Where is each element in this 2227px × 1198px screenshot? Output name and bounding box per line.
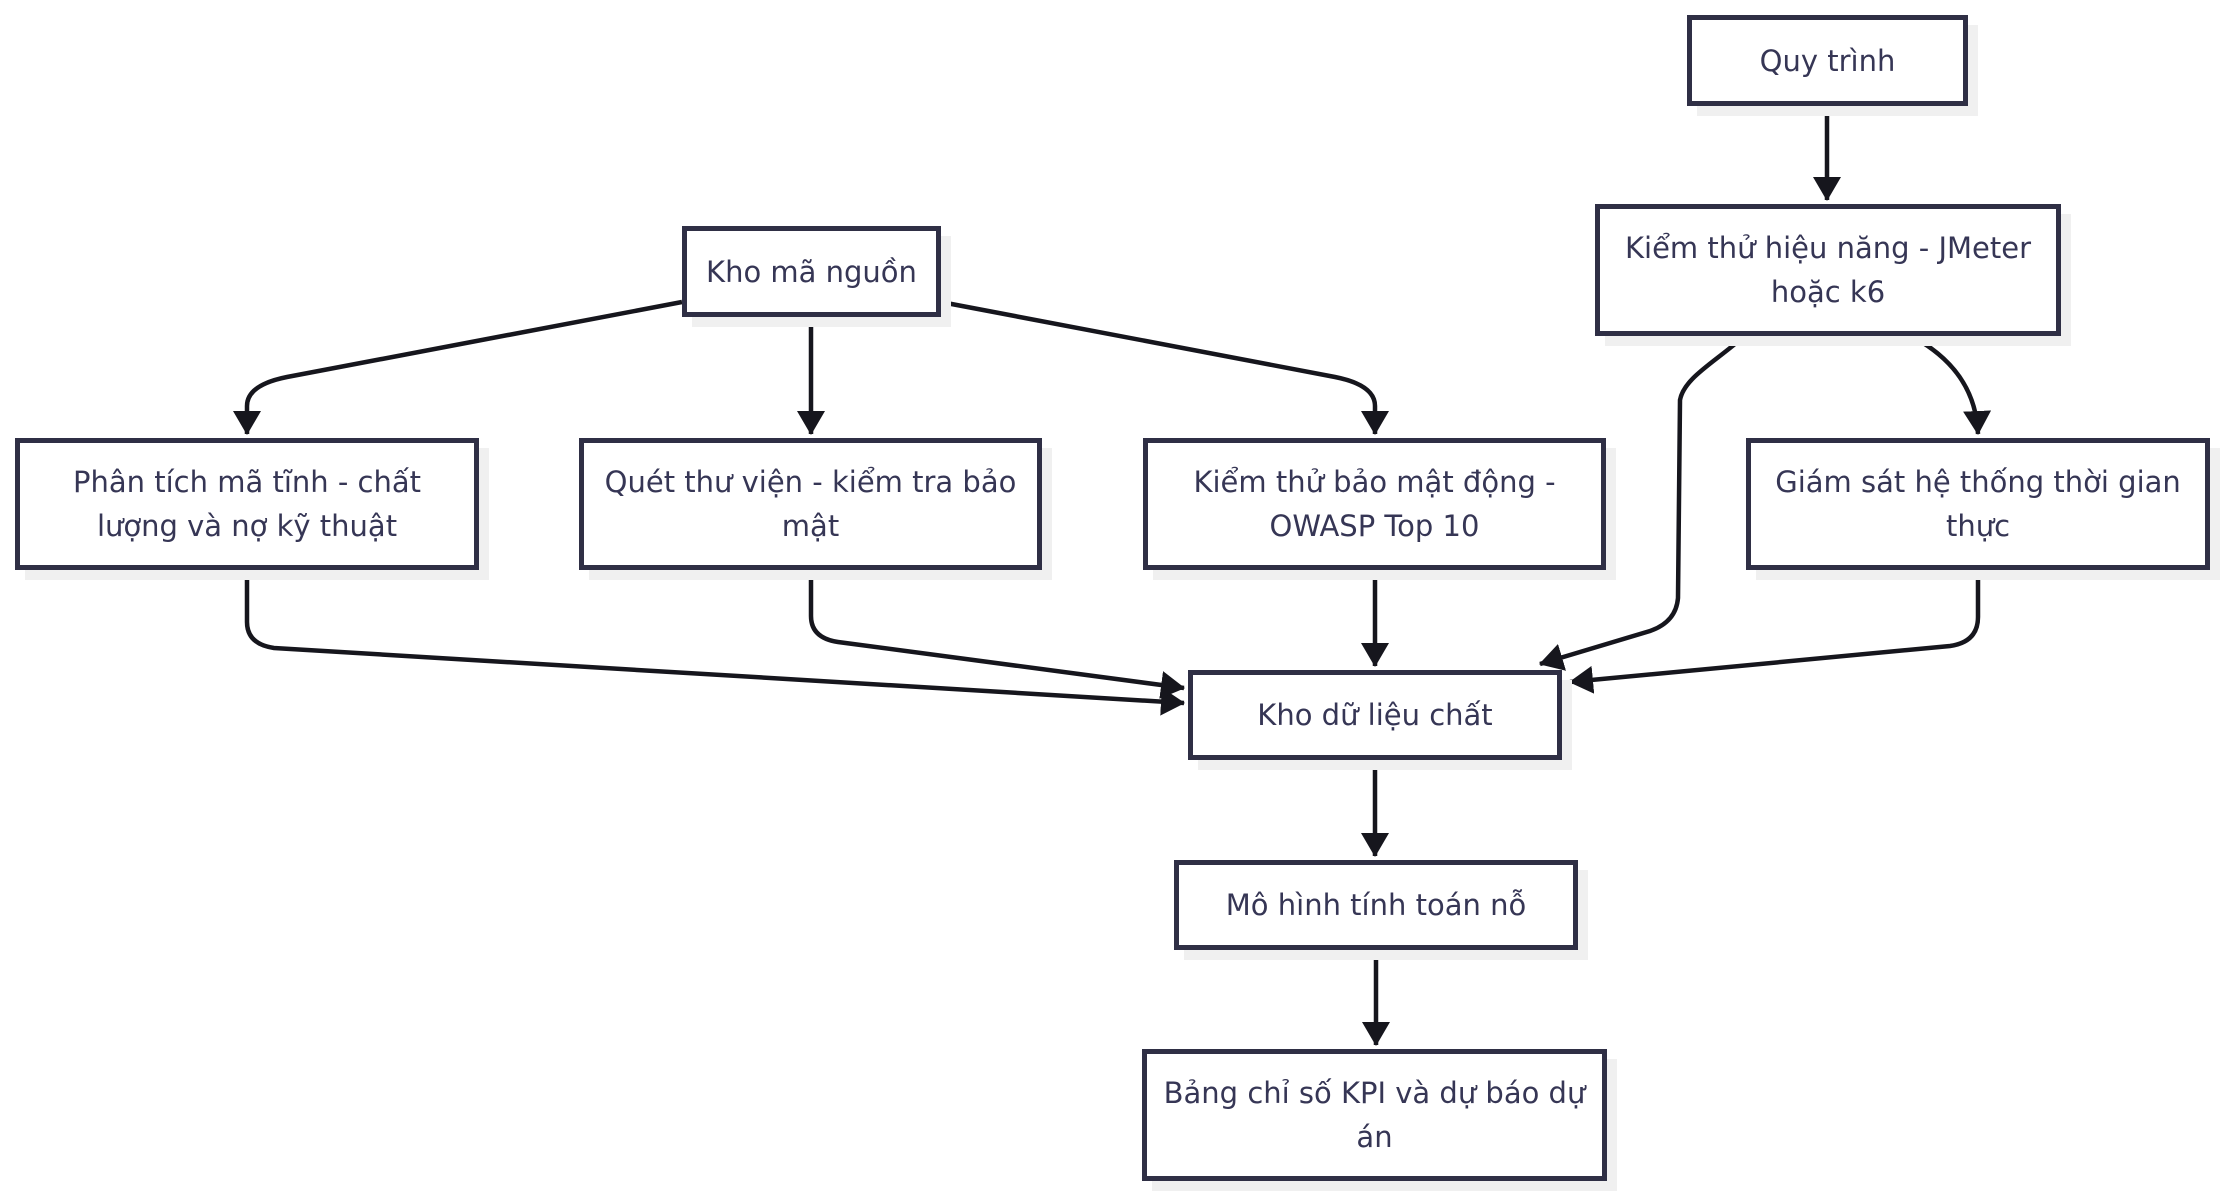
node-effort-model: Mô hình tính toán nỗ — [1174, 860, 1578, 950]
edge-performance-testing-to-realtime-monitoring — [1913, 336, 1992, 435]
node-performance-testing: Kiểm thử hiệu năng - JMeter hoặc k6 — [1595, 204, 2061, 336]
node-quality-data-store-label: Kho dữ liệu chất — [1257, 698, 1493, 732]
node-quality-data-store: Kho dữ liệu chất — [1188, 670, 1562, 760]
node-realtime-monitoring-label: Giám sát hệ thống thời gian thực — [1775, 465, 2181, 543]
node-realtime-monitoring: Giám sát hệ thống thời gian thực — [1746, 438, 2210, 570]
node-source-repo-label: Kho mã nguồn — [706, 254, 917, 289]
node-dast-security: Kiểm thử bảo mật động - OWASP Top 10 — [1143, 438, 1606, 570]
node-library-scan: Quét thư viện - kiểm tra bảo mật — [579, 438, 1042, 570]
edge-performance-testing-to-quality-data-store — [1539, 336, 1744, 671]
edge-realtime-monitoring-to-quality-data-store — [1569, 571, 1981, 694]
node-performance-testing-label: Kiểm thử hiệu năng - JMeter hoặc k6 — [1625, 231, 2031, 309]
node-kpi-dashboard-label: Bảng chỉ số KPI và dự báo dự án — [1163, 1076, 1586, 1154]
edge-source-repo-to-dast-security — [940, 299, 1389, 435]
node-source-repo: Kho mã nguồn — [682, 226, 941, 317]
node-effort-model-label: Mô hình tính toán nỗ — [1225, 888, 1527, 922]
node-static-analysis-label: Phân tích mã tĩnh - chất lượng và nợ kỹ … — [73, 465, 421, 543]
node-library-scan-label: Quét thư viện - kiểm tra bảo mật — [604, 465, 1017, 543]
edge-library-scan-to-quality-data-store — [808, 571, 1185, 699]
node-process-label: Quy trình — [1759, 43, 1896, 78]
node-static-analysis: Phân tích mã tĩnh - chất lượng và nợ kỹ … — [15, 438, 479, 570]
node-kpi-dashboard: Bảng chỉ số KPI và dự báo dự án — [1142, 1049, 1607, 1181]
node-dast-security-label: Kiểm thử bảo mật động - OWASP Top 10 — [1193, 465, 1556, 543]
edge-static-analysis-to-quality-data-store — [244, 571, 1185, 716]
edge-source-repo-to-static-analysis — [233, 299, 683, 435]
node-process: Quy trình — [1687, 15, 1968, 106]
